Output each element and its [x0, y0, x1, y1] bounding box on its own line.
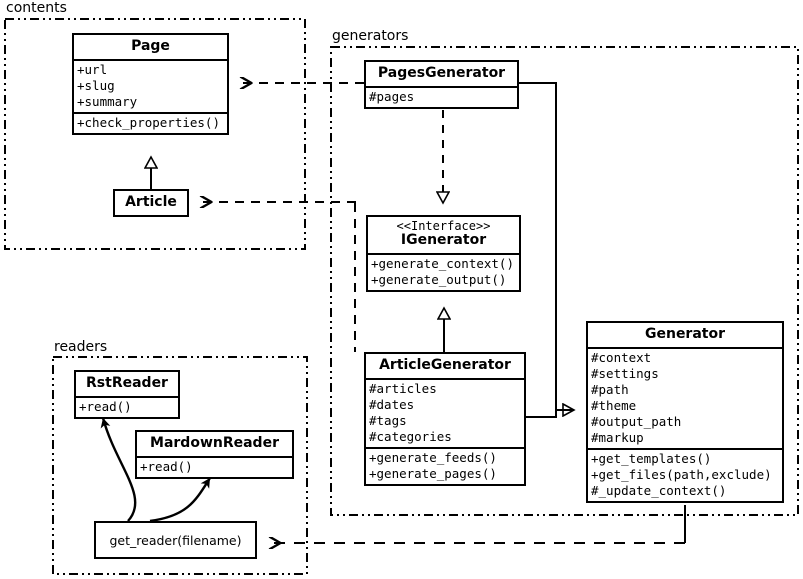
operation-row: +get_templates(): [591, 451, 712, 466]
package-label-readers: readers: [54, 339, 108, 355]
class-rst-reader-operations: +read(): [76, 396, 178, 417]
attribute-row: #markup: [591, 430, 644, 445]
attribute-row: #theme: [591, 398, 637, 413]
class-rst-reader[interactable]: RstReader +read(): [74, 370, 180, 419]
class-article-generator-name: ArticleGenerator: [379, 357, 511, 373]
class-generator[interactable]: Generator #context #settings #path #them…: [586, 321, 784, 503]
edge-articlegen-inherits-generator: [526, 409, 574, 418]
class-generator-operations: +get_templates() +get_files(path,exclude…: [588, 448, 782, 501]
class-mardown-reader-operations: +read(): [137, 456, 292, 477]
class-generator-name: Generator: [644, 326, 725, 342]
edge-get-reader-creates-rst: [100, 417, 137, 522]
attribute-row: #output_path: [591, 414, 682, 429]
class-pages-generator[interactable]: PagesGenerator #pages: [364, 60, 519, 109]
class-pages-generator-attributes: #pages: [366, 86, 517, 107]
class-mardown-reader[interactable]: MardownReader +read(): [135, 430, 294, 479]
operation-row: +generate_pages(): [369, 466, 497, 481]
class-page-operations: +check_properties(): [74, 112, 227, 133]
function-get-reader-label: get_reader(filename): [109, 532, 242, 548]
attribute-row: #articles: [369, 381, 437, 396]
package-frame-generators: [330, 46, 799, 516]
attribute-row: #path: [591, 382, 629, 397]
attribute-row: #settings: [591, 366, 659, 381]
edge-get-reader-creates-mardown: [149, 477, 212, 523]
attribute-row: #tags: [369, 413, 407, 428]
attribute-row: #dates: [369, 397, 415, 412]
attribute-row: +url: [77, 62, 108, 77]
class-igenerator-name: IGenerator: [400, 232, 487, 248]
function-get-reader[interactable]: get_reader(filename): [94, 521, 257, 559]
class-page-attributes: +url +slug +summary: [74, 59, 227, 112]
class-article-generator-operations: +generate_feeds() +generate_pages(): [366, 447, 524, 484]
class-igenerator[interactable]: <<Interface>> IGenerator +generate_conte…: [366, 215, 521, 292]
package-label-contents: contents: [6, 0, 67, 16]
attribute-row: #pages: [369, 89, 415, 104]
class-rst-reader-name: RstReader: [86, 375, 168, 391]
class-article-generator-attributes: #articles #dates #tags #categories: [366, 378, 524, 447]
edge-pagesgen-inherits-generator: [519, 82, 574, 410]
attribute-row: #categories: [369, 429, 452, 444]
class-article-generator[interactable]: ArticleGenerator #articles #dates #tags …: [364, 352, 526, 486]
package-label-generators: generators: [332, 28, 409, 44]
attribute-row: +slug: [77, 78, 115, 93]
operation-row: +check_properties(): [77, 115, 220, 130]
package-frame-readers: [52, 356, 308, 575]
attribute-row: #context: [591, 350, 652, 365]
package-frame-contents: [4, 18, 306, 250]
class-igenerator-operations: +generate_context() +generate_output(): [368, 253, 519, 290]
operation-row: +read(): [79, 399, 132, 414]
operation-row: +generate_output(): [371, 272, 507, 287]
class-igenerator-stereotype: <<Interface>>: [396, 219, 491, 233]
class-page[interactable]: Page +url +slug +summary +check_properti…: [72, 33, 229, 135]
class-generator-attributes: #context #settings #path #theme #output_…: [588, 347, 782, 448]
operation-row: +get_files(path,exclude): [591, 467, 772, 482]
operation-row: +read(): [140, 459, 193, 474]
class-pages-generator-name: PagesGenerator: [377, 65, 506, 81]
class-page-name: Page: [131, 38, 170, 54]
class-article[interactable]: Article: [113, 189, 189, 217]
attribute-row: +summary: [77, 94, 138, 109]
operation-row: #_update_context(): [591, 483, 727, 498]
class-article-name: Article: [125, 194, 177, 210]
class-mardown-reader-name: MardownReader: [150, 435, 279, 451]
edge-generators-use-article: [201, 202, 356, 203]
operation-row: +generate_context(): [371, 256, 514, 271]
operation-row: +generate_feeds(): [369, 450, 497, 465]
